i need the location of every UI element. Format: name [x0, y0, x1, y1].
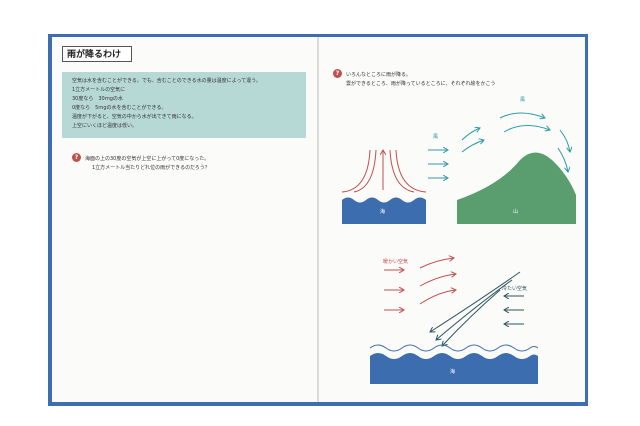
question-line: 海面の上の30度の空気が上空に上がって0度になった。: [85, 156, 210, 162]
sea-label: 海: [380, 209, 386, 215]
note-line: 空気は水を含むことができる。でも、含むことのできる水の量は温度によって違う。: [72, 78, 261, 84]
cold-air-label: 冷たい空気: [502, 286, 528, 292]
wind-label: 風: [520, 97, 526, 103]
info-note-box: [62, 72, 306, 138]
rising-air-diagram: [341, 150, 427, 224]
question-line: いろんなところに雨が降る。: [346, 72, 412, 78]
book-spine: [317, 37, 319, 402]
sea-bottom-block: [370, 353, 538, 384]
mountain-diagram: [428, 112, 576, 224]
note-line: 30度なら 30ｍgの水: [72, 96, 123, 102]
question-mark-icon: ?: [72, 153, 81, 162]
wave-line: [369, 344, 539, 352]
sea-label: 海: [450, 369, 456, 375]
question-line: 雲ができるところ、雨が降っているところに、それぞれ絵をかこう: [346, 81, 496, 87]
page-title: 雨が降るわけ: [62, 46, 132, 62]
note-line: 上空にいくほど温度は低い。: [72, 123, 138, 129]
mountain-label: 山: [513, 209, 519, 215]
note-line: 0度なら 5ｍgの水を含むことができる。: [72, 105, 167, 111]
question-mark-icon: ?: [333, 69, 342, 78]
sea-top-block: [342, 197, 426, 224]
wind-arrows: [428, 112, 570, 178]
mountain-shape: [457, 152, 576, 224]
note-line: 1立方メートルの空気に: [72, 87, 126, 93]
fronts-diagram: [369, 258, 539, 384]
note-line: 温度が下がると、空気の中から水が出てきて雨になる。: [72, 114, 197, 120]
warm-air-arrows: [384, 258, 456, 310]
wind-label: 風: [433, 134, 439, 140]
rising-air-lines: [341, 150, 427, 193]
warm-air-label: 暖かい空気: [383, 259, 409, 265]
question-line: 1立方メートル当たりどれ位の雨ができるのだろう？: [92, 165, 210, 171]
cold-air-arrows: [430, 271, 524, 346]
